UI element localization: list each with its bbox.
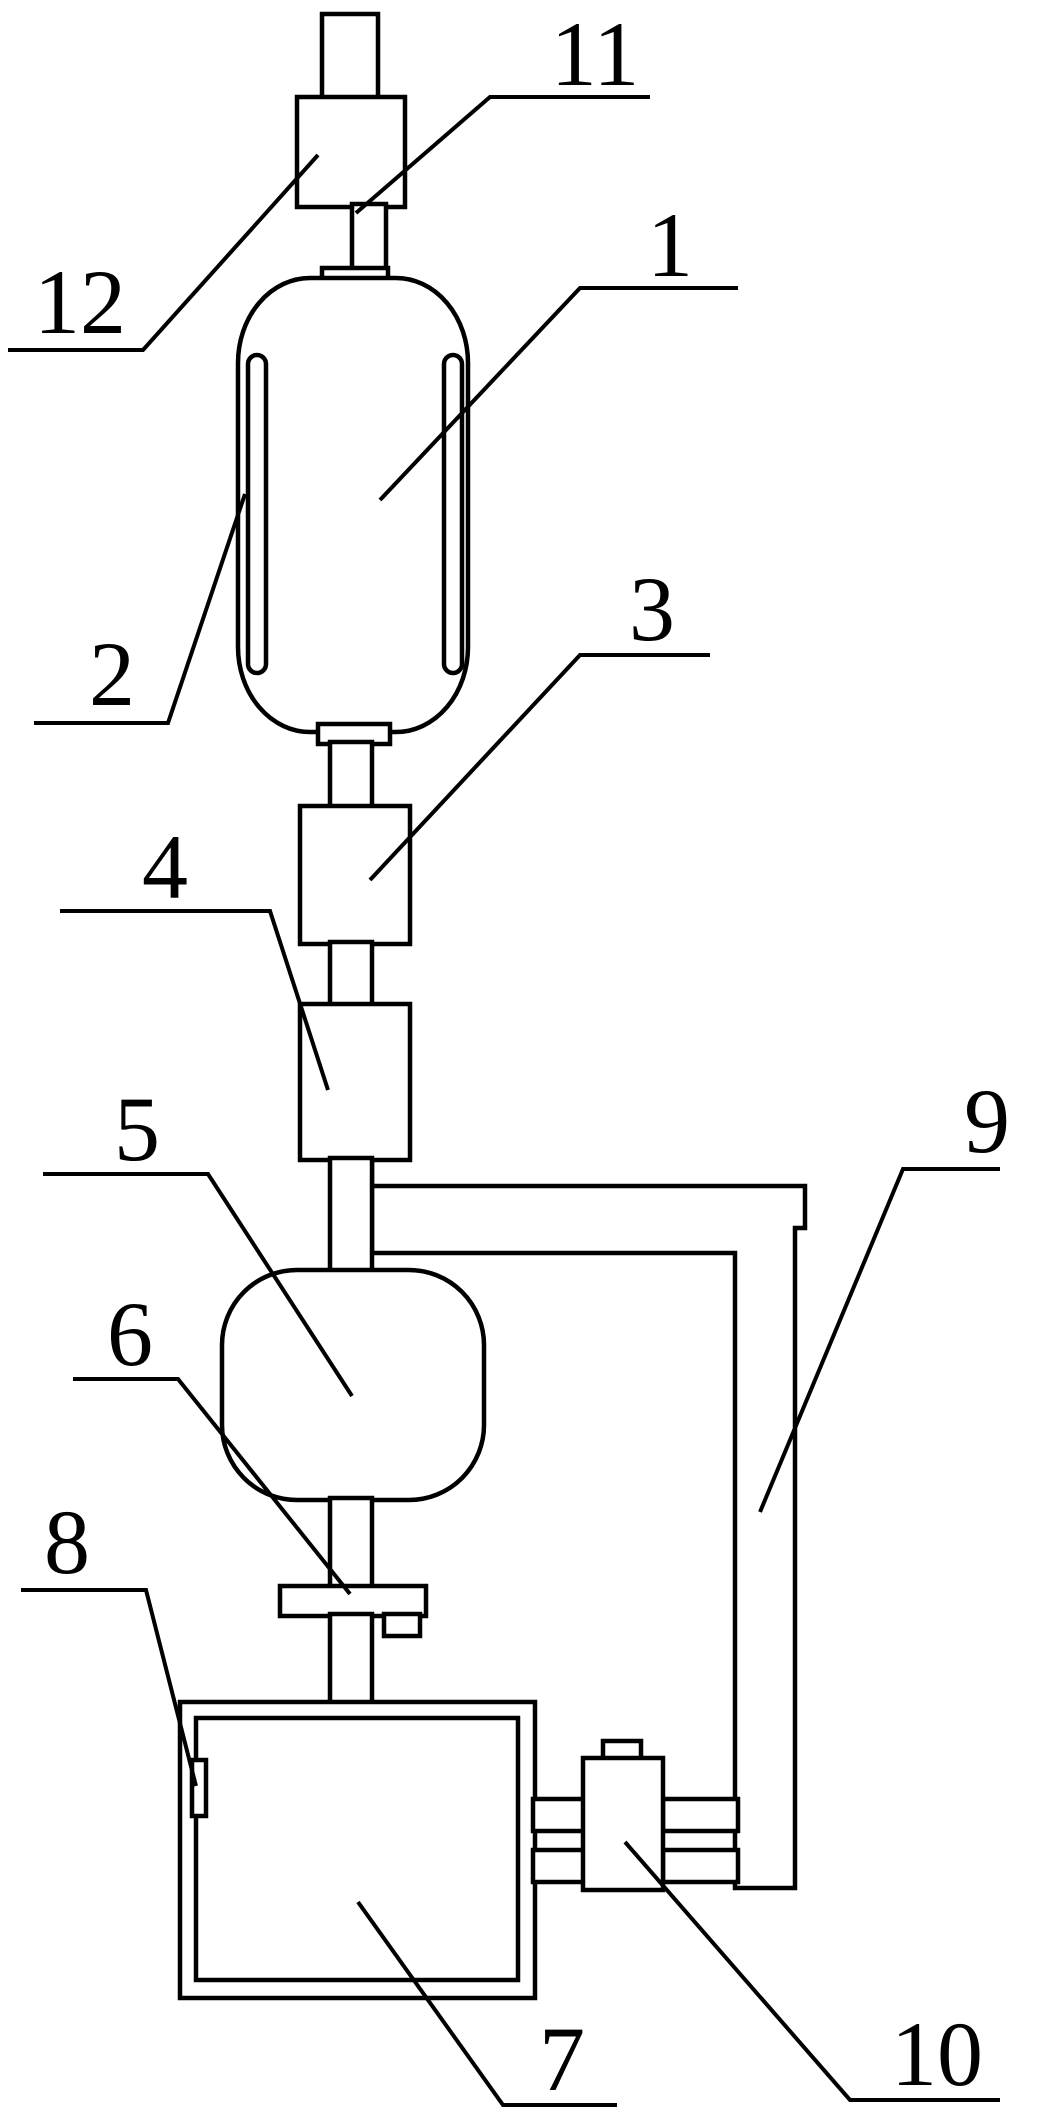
component-6-valve-plate — [277, 1583, 429, 1619]
jacket-2-left — [245, 352, 269, 676]
label-11: 11 — [551, 3, 640, 105]
component-12-block — [294, 94, 408, 210]
pipe-5-to-6 — [327, 1495, 375, 1591]
pipe-7-to-10-upper — [530, 1796, 588, 1834]
component-3-block — [297, 803, 413, 947]
label-10: 10 — [891, 2003, 983, 2105]
pipe-vessel-to-3 — [327, 739, 375, 811]
pipe-10-to-9-lower — [660, 1847, 741, 1885]
pipe-6-to-7 — [327, 1611, 375, 1707]
leader-5 — [43, 1172, 354, 1398]
pipe-4-to-5 — [327, 1155, 375, 1281]
pipe-3-to-4 — [327, 939, 375, 1009]
leader-12 — [8, 153, 320, 352]
leader-9 — [758, 1167, 1000, 1513]
label-7: 7 — [539, 2008, 585, 2110]
component-7-box-inner — [193, 1715, 521, 1983]
pipe-10-to-9-upper — [660, 1796, 741, 1834]
leader-2 — [34, 493, 247, 725]
label-12: 12 — [34, 251, 126, 353]
leader-10 — [623, 1840, 1000, 2102]
leader-8 — [21, 1588, 198, 1787]
pipe-7-to-10-lower — [530, 1847, 588, 1885]
component-9-return-pipe — [369, 1158, 808, 1891]
leader-4 — [60, 909, 330, 1091]
label-6: 6 — [107, 1283, 153, 1385]
leader-7 — [356, 1900, 617, 2107]
leader-6 — [73, 1377, 352, 1596]
leader-1 — [378, 286, 738, 502]
component-4-block — [297, 1001, 413, 1163]
vessel-1-body — [235, 275, 471, 735]
leader-3 — [368, 653, 710, 882]
label-4: 4 — [142, 816, 188, 918]
jacket-2-right — [441, 352, 465, 676]
component-6-valve-nub — [381, 1611, 423, 1639]
component-5-tank — [219, 1267, 487, 1503]
label-5: 5 — [114, 1078, 160, 1180]
label-2: 2 — [89, 623, 135, 725]
top-outlet-pipe — [319, 11, 381, 103]
component-8-indicator — [189, 1757, 209, 1819]
component-7-box-outer — [177, 1699, 538, 2001]
label-9: 9 — [964, 1070, 1010, 1172]
label-8: 8 — [44, 1491, 90, 1593]
label-1: 1 — [647, 194, 693, 296]
leader-11 — [354, 95, 650, 215]
label-3: 3 — [629, 558, 675, 660]
